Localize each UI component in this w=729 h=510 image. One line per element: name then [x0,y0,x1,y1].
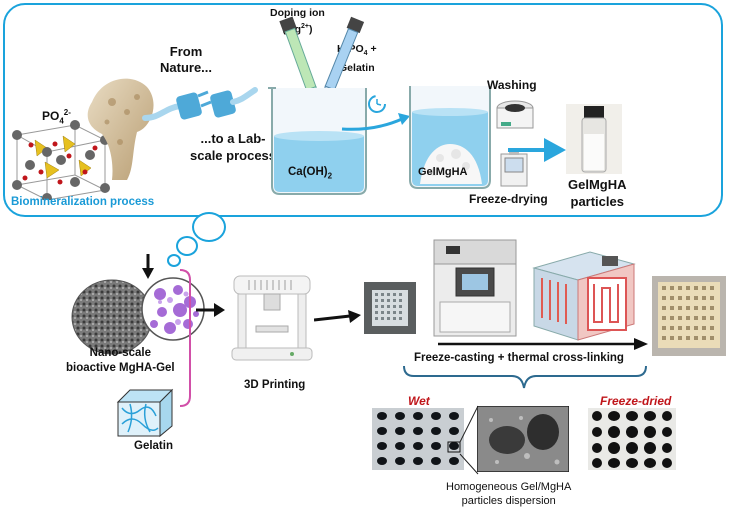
freeze-dryer-icon [500,150,528,187]
from-nature-label: From Nature... [160,44,213,75]
arrow-to-scaffold [314,310,361,323]
particles-arrow [508,138,566,162]
reaction-arrow [341,113,410,131]
down-arrow [142,254,154,279]
magenta-bracket [179,269,191,407]
bubble-large [192,212,226,242]
final-scaffold-photo [652,276,726,356]
wet-label: Wet [408,394,430,408]
to-lab-scale-label: ...to a Lab- scale process [190,131,277,163]
gelatin-cube [116,388,174,438]
bone-photo [87,78,154,180]
3d-printer-icon [231,275,313,361]
bubble-medium [176,236,198,256]
washing-label: Washing [487,78,537,92]
zoom-micrograph [477,406,569,472]
wet-micrograph [372,408,464,470]
particles-label: GelMgHA particles [568,177,627,209]
printed-scaffold-photo [364,282,416,334]
beaker-caoh2 [268,16,367,195]
nano-scale-label: Nano-scale bioactive MgHA-Gel [66,347,175,374]
oven-illustration [532,251,636,341]
freeze-casting-arrow [438,338,648,350]
nanoparticle-circle [141,277,205,341]
po4-label: PO42- [42,108,71,126]
centrifuge-icon [496,100,534,129]
bubble-small [167,254,181,267]
biomineralization-label: Biomineralization process [11,196,155,208]
zoom-lines [459,405,479,475]
arrow-to-printer [196,303,225,317]
crystal-lattice-illustration [12,120,110,200]
blue-bracket [403,365,647,389]
gelatin-label: Gelatin [134,440,173,452]
freeze-dried-micrograph [588,408,676,470]
timer-icon [368,95,386,113]
freeze-caster-machine [433,239,517,337]
3d-printing-label: 3D Printing [244,379,306,391]
freeze-dried-label: Freeze-dried [600,394,672,408]
plug-icon [142,87,258,121]
freeze-drying-label: Freeze-drying [469,192,548,206]
beaker-gelmgha [409,86,491,189]
freeze-casting-label: Freeze-casting + thermal cross-linking [414,352,624,364]
gelmgha-beaker-label: GelMgHA [418,166,468,178]
top-process-panel [3,3,723,217]
caoh2-label: Ca(OH)2 [288,166,333,181]
vial-photo [566,104,622,174]
dispersion-caption: Homogeneous Gel/MgHA particles dispersio… [446,481,572,507]
